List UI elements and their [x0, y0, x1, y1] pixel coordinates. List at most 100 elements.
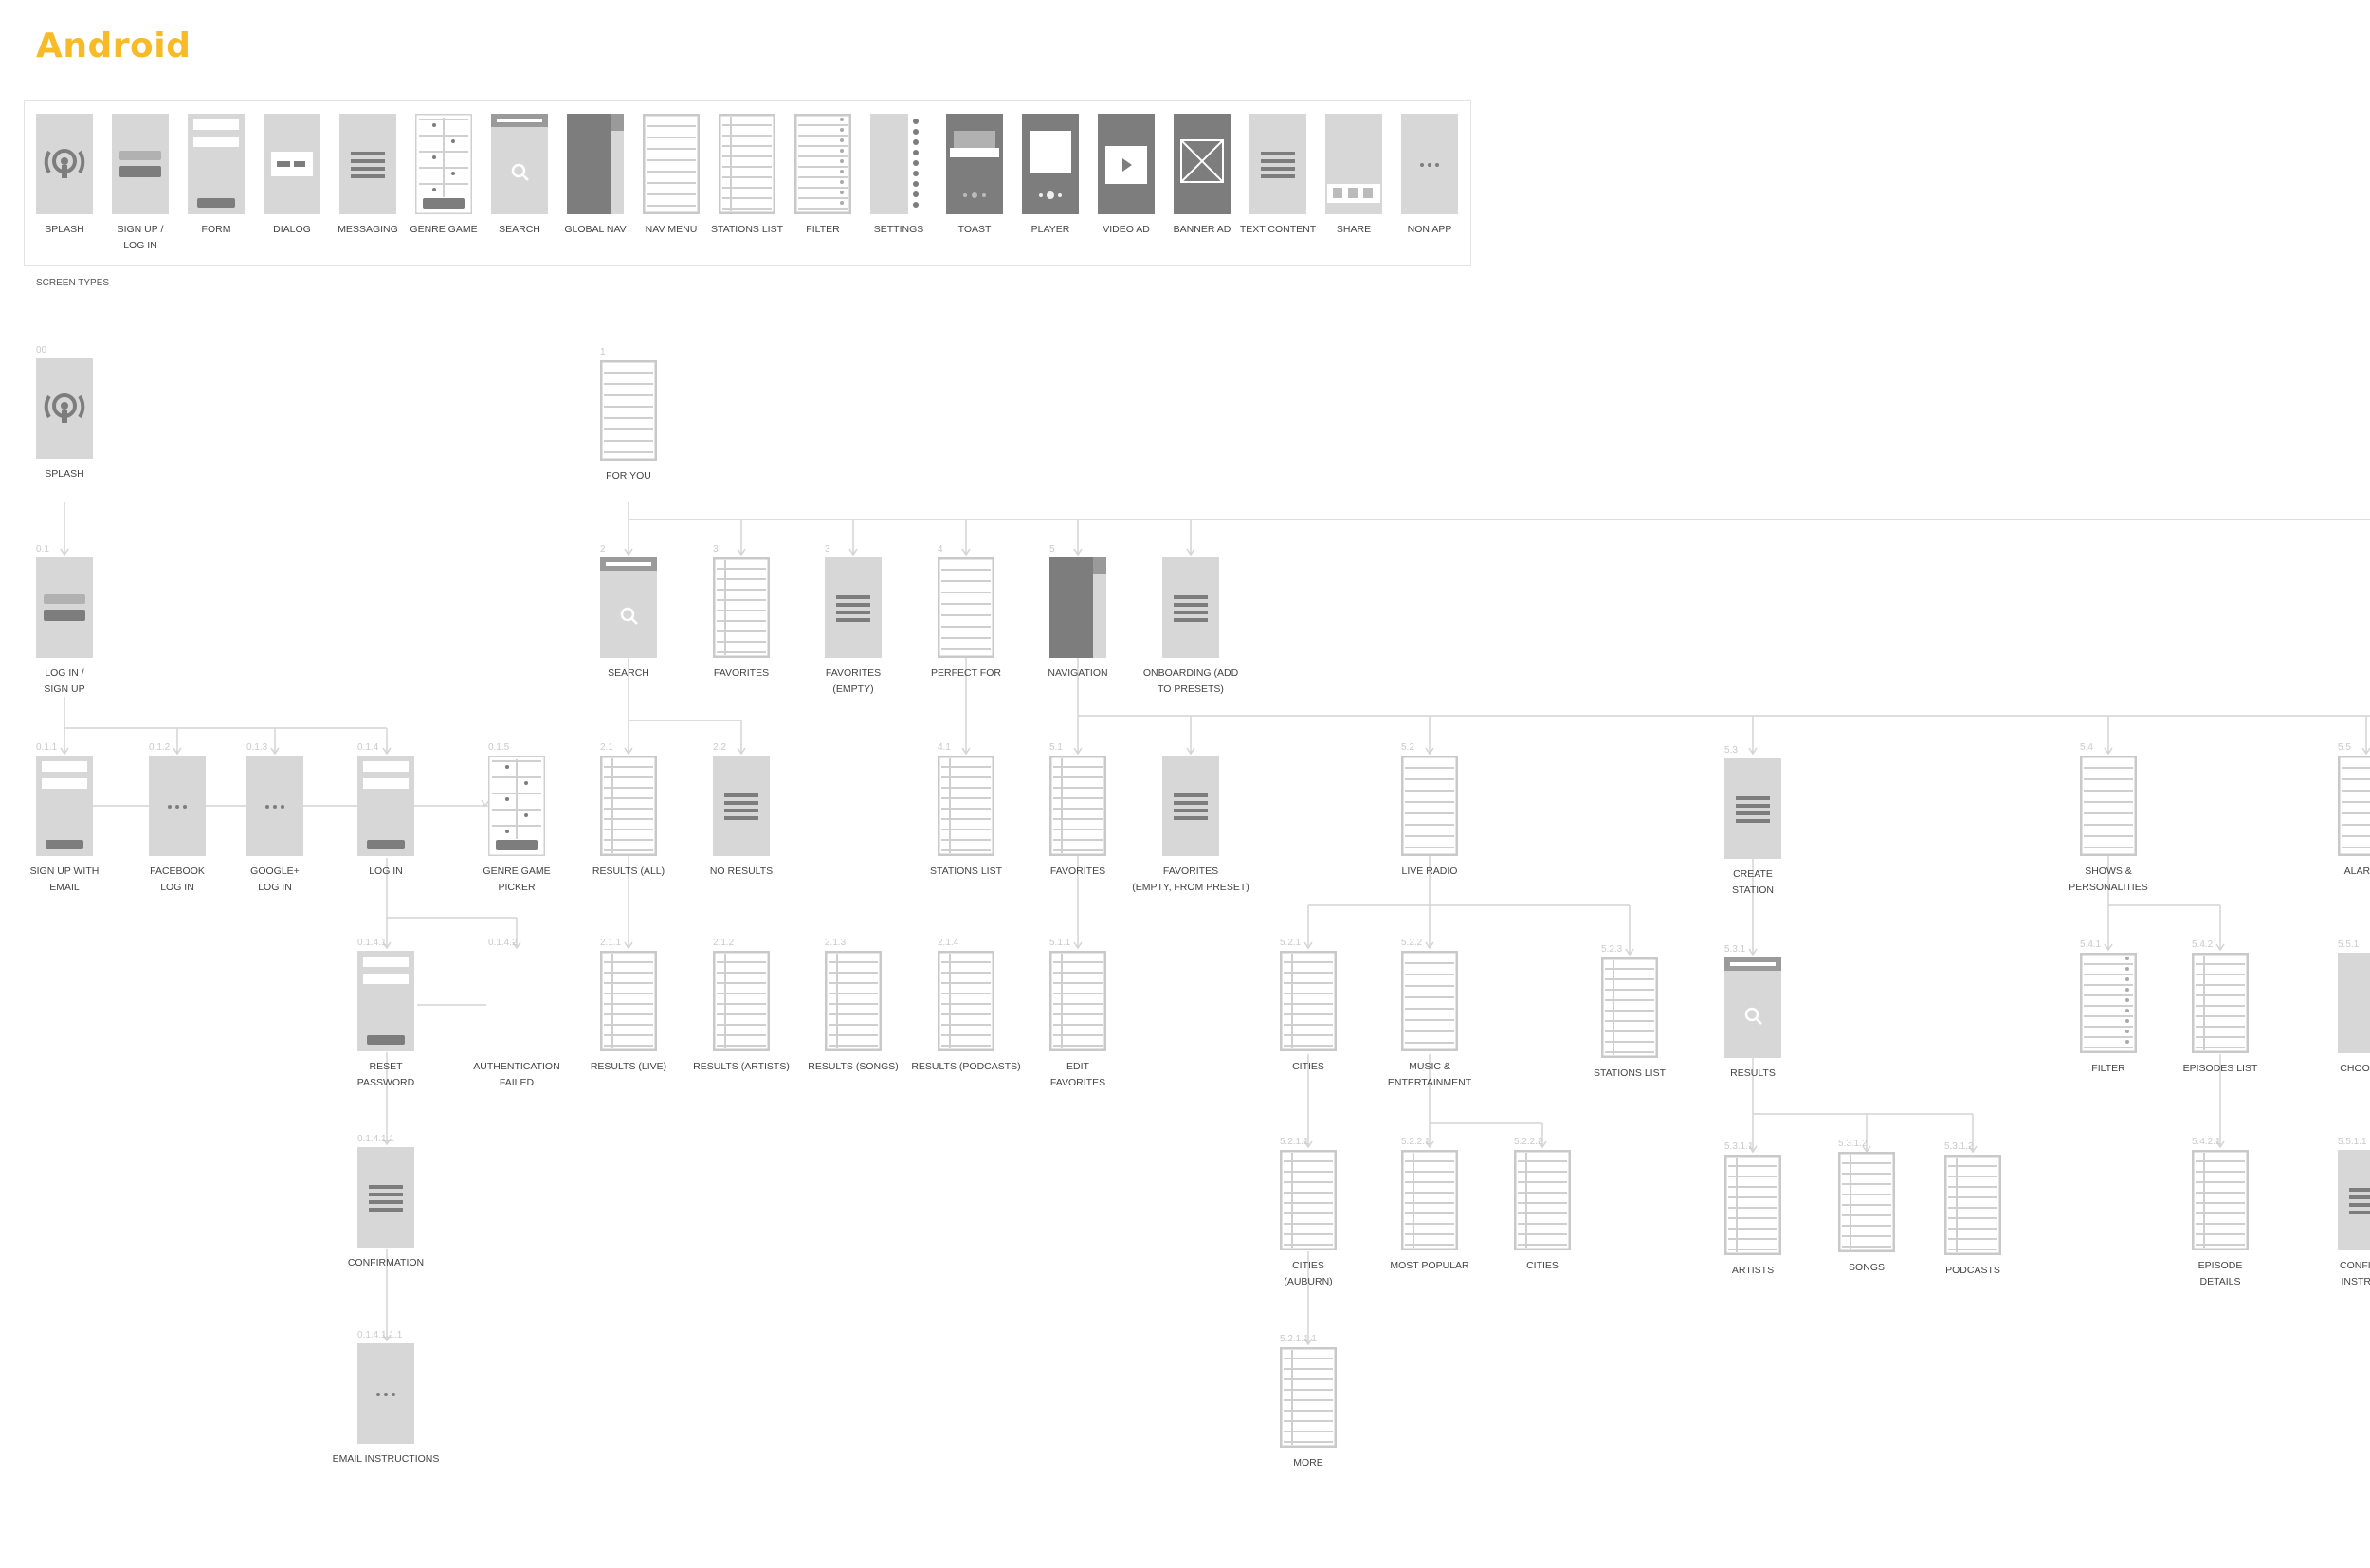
splash-screen-icon — [36, 358, 93, 459]
banner-screen-icon — [1174, 114, 1231, 214]
node-number: 5.2.1.1 — [1280, 1137, 1309, 1147]
list-screen-icon — [600, 360, 657, 461]
screen-type-list: NAV MENU — [643, 114, 700, 235]
node-label: FILTER — [2091, 1063, 2125, 1074]
text-screen-icon — [1724, 758, 1781, 859]
node-number: 0.1.1 — [36, 742, 58, 753]
node-label: STATIONS LIST — [710, 224, 784, 235]
node-label: PODCASTS — [1945, 1265, 2000, 1276]
node-number: 5.2.1 — [1280, 938, 1302, 948]
node-label: GENRE GAME — [410, 224, 478, 235]
node-label: CONFIRMA INSTRUCT — [2340, 1260, 2370, 1287]
node-label: NAVIGATION — [1048, 667, 1108, 679]
nonapp-screen-icon — [246, 756, 303, 856]
arrow-head — [737, 548, 746, 556]
stations-screen-icon — [2192, 953, 2249, 1053]
arrow-head — [1425, 747, 1434, 756]
node-number: 2.2 — [713, 742, 726, 753]
node-label: SPLASH — [45, 468, 84, 480]
screen-type-stations: STATIONS LIST — [711, 114, 783, 235]
node-label: TOAST — [957, 224, 992, 235]
arrow-head — [382, 747, 392, 756]
node-label: NAV MENU — [645, 224, 698, 235]
node-label: RESULTS (ALL) — [592, 866, 665, 877]
node-number: 5.4.2 — [2192, 939, 2214, 950]
node-number: 5.4.1 — [2080, 939, 2102, 950]
node-label: PLAYER — [1030, 224, 1070, 235]
filter-screen-icon — [794, 114, 851, 214]
node-number: 0.1.4.1.1 — [357, 1134, 394, 1144]
node-label: ARTISTS — [1731, 1265, 1775, 1276]
node-number: 2 — [600, 544, 606, 555]
globalnav-screen-icon — [567, 114, 624, 214]
node-number: 5.1.1 — [1049, 938, 1071, 948]
node-number: 4.1 — [938, 742, 951, 753]
screen-type-nonapp: NON APP — [1401, 114, 1458, 235]
stations-screen-icon — [713, 951, 770, 1051]
arrow-head — [270, 747, 280, 756]
screen-type-video: VIDEO AD — [1098, 114, 1155, 235]
arrow-head — [2215, 943, 2225, 952]
stations-screen-icon — [2192, 1150, 2249, 1250]
node-label: MORE — [1293, 1457, 1323, 1468]
node-label: FAVORITES (EMPTY, FROM PRESET) — [1132, 866, 1249, 893]
node-label: CREATE STATION — [1732, 868, 1774, 896]
node-label: ALARM C — [2343, 866, 2370, 877]
node-number: 0.1.4.1 — [357, 938, 387, 948]
flow-node: 5.5ALARM C — [2338, 742, 2370, 877]
node-label: RESULTS (ARTISTS) — [693, 1061, 790, 1072]
arrow-head — [737, 747, 746, 756]
text-screen-icon — [1162, 756, 1219, 856]
node-number: 5.5 — [2338, 742, 2351, 753]
node-label: EDIT FAVORITES — [1049, 1061, 1106, 1088]
screen-type-player: PLAYER — [1022, 114, 1079, 235]
arrow-head — [1073, 747, 1083, 756]
text-screen-icon — [1249, 114, 1306, 214]
player-screen-icon — [1022, 114, 1079, 214]
stations-screen-icon — [713, 557, 770, 658]
search-screen-icon — [600, 557, 657, 658]
form-screen-icon — [36, 756, 93, 856]
node-label: PERFECT FOR — [931, 667, 1001, 679]
arrow-head — [60, 747, 69, 756]
stations-screen-icon — [1401, 1150, 1458, 1250]
node-label: MESSAGING — [337, 224, 398, 235]
stations-screen-icon — [1601, 957, 1658, 1058]
screen-type-settings: SETTINGS — [870, 114, 927, 235]
filter-screen-icon — [2080, 953, 2137, 1053]
node-label: BANNER AD — [1173, 224, 1231, 235]
screen-type-search: SEARCH — [491, 114, 548, 235]
stations-screen-icon — [1838, 1152, 1895, 1252]
screen-type-dialog: DIALOG — [264, 114, 320, 235]
node-number: 5.1 — [1049, 742, 1063, 753]
arrow-head — [961, 548, 971, 556]
screen-type-splash: SPLASH — [36, 114, 93, 235]
arrow-head — [1304, 941, 1313, 950]
arrow-head — [1186, 747, 1195, 756]
node-label: FAVORITES — [1049, 866, 1106, 877]
stations-screen-icon — [1944, 1155, 2001, 1255]
flow-node: ONBOARDING (ADD TO PRESETS) — [1143, 557, 1238, 695]
screen-type-share: SHARE — [1325, 114, 1382, 235]
